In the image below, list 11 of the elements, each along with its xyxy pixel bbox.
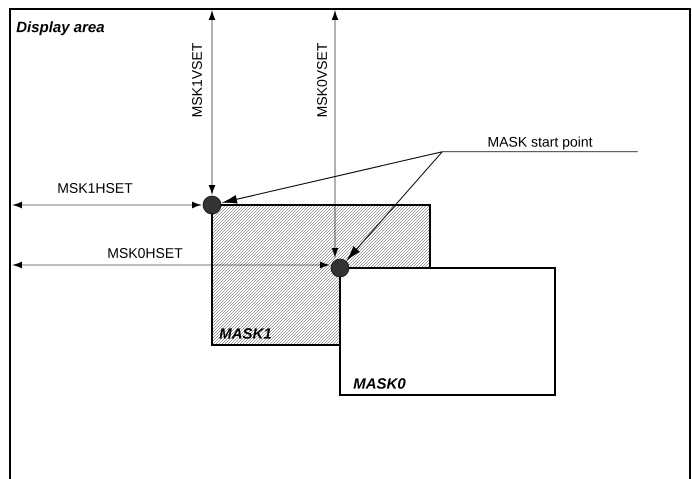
dimension-label: MSK1HSET xyxy=(58,183,132,193)
dimension-label: MSK0VSET xyxy=(317,42,327,116)
leader-arrow xyxy=(347,151,443,260)
frame-title: Display area xyxy=(16,21,104,36)
dimension-label: MSK1VSET xyxy=(192,42,202,116)
dimension-label: MSK0HSET xyxy=(108,248,182,258)
underlined-label: MASK start point xyxy=(442,136,638,152)
leader-arrow xyxy=(223,151,443,204)
dot xyxy=(330,258,350,278)
mask-label: MASK0 xyxy=(353,378,406,389)
dot xyxy=(202,196,222,214)
